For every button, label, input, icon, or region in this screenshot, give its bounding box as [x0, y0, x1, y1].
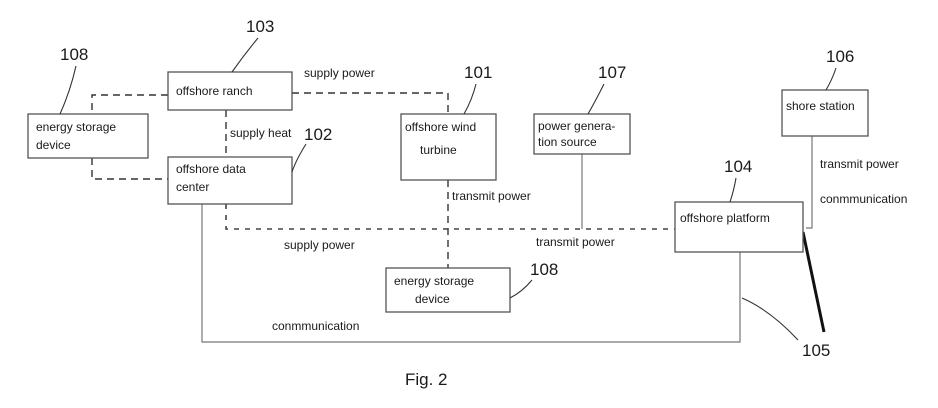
- label-transmit-power-bus: transmit power: [536, 235, 615, 249]
- leader-101: [464, 84, 476, 114]
- label-supply-power-bottom: supply power: [284, 238, 355, 252]
- label-transmit-power-turbine: transmit power: [452, 189, 531, 203]
- link-supply-power-bus: [226, 204, 678, 229]
- figure-caption: Fig. 2: [405, 370, 448, 389]
- ref-108-bottom: 108: [530, 260, 558, 279]
- offshore-platform-label: offshore platform: [680, 211, 770, 225]
- ref-101: 101: [464, 63, 492, 82]
- power-generation-source-line2: tion source: [538, 135, 597, 149]
- offshore-data-center-line2: center: [176, 180, 209, 194]
- leader-108-bottom: [510, 280, 532, 298]
- ref-104: 104: [724, 157, 752, 176]
- ref-106: 106: [826, 47, 854, 66]
- leader-107: [588, 84, 604, 114]
- leader-105: [742, 298, 798, 340]
- ref-103: 103: [246, 17, 274, 36]
- link-ranch-left-storage: [92, 95, 168, 114]
- cable-105: [803, 232, 824, 332]
- label-communication-shore: conmmunication: [820, 192, 907, 206]
- offshore-ranch-label: offshore ranch: [176, 84, 253, 98]
- leader-108-left: [60, 66, 76, 114]
- link-ranch-turbine: [292, 93, 448, 114]
- energy-storage-bottom-line1: energy storage: [394, 274, 474, 288]
- link-left-storage-datacenter: [92, 158, 168, 179]
- leader-103: [232, 38, 258, 72]
- shore-station-box: [782, 90, 868, 136]
- power-generation-source-line1: power genera-: [538, 119, 615, 133]
- ref-107: 107: [598, 63, 626, 82]
- ref-102: 102: [304, 125, 332, 144]
- label-communication-bottom: conmmunication: [272, 319, 359, 333]
- ref-105: 105: [802, 341, 830, 360]
- link-shore-platform: [806, 136, 812, 228]
- leader-104: [730, 178, 736, 202]
- shore-station-label: shore station: [786, 99, 855, 113]
- offshore-wind-turbine-line2: turbine: [420, 143, 457, 157]
- energy-storage-left-line2: device: [36, 138, 71, 152]
- leader-102: [292, 144, 306, 172]
- label-supply-power-top: supply power: [304, 66, 375, 80]
- leader-106: [826, 68, 836, 90]
- label-supply-heat: supply heat: [230, 126, 292, 140]
- offshore-wind-turbine-line1: offshore wind: [405, 120, 476, 134]
- label-transmit-power-shore: transmit power: [820, 157, 899, 171]
- offshore-data-center-line1: offshore data: [176, 162, 246, 176]
- energy-storage-bottom-line2: device: [415, 292, 450, 306]
- energy-storage-left-line1: energy storage: [36, 120, 116, 134]
- offshore-platform-box: [675, 202, 803, 252]
- ref-108-left: 108: [60, 45, 88, 64]
